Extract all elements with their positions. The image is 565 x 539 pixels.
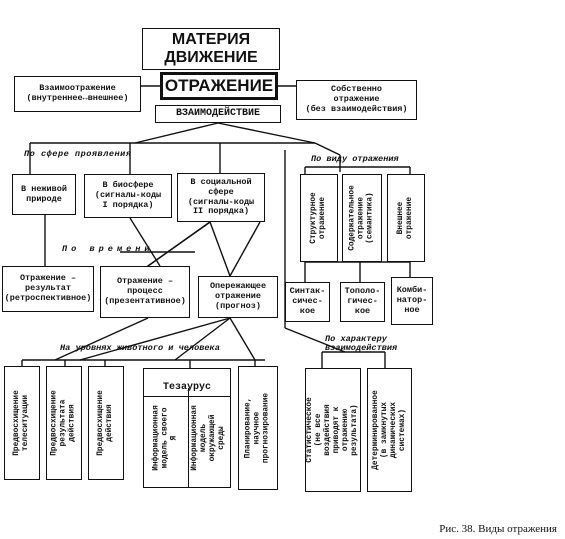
sphere-box-biosphere: В биосфере (сигналы-коды I порядка): [84, 174, 172, 218]
sphere-box-label: В социальной сфере (сигналы-коды II поря…: [187, 176, 255, 217]
sphere-box-nonliving: В неживой природе: [12, 174, 76, 215]
time-box-label: Отражение – процесс (презентативное): [104, 276, 186, 306]
kind-box-external: Внешнее отражение: [387, 174, 425, 262]
level-box-label: Предвосхищение результата действия: [50, 390, 77, 456]
thesaurus-title: Тезаурус: [144, 379, 230, 398]
kind-sub-topological: Тополо- гичес- кое: [340, 282, 385, 322]
mutual-reflection-box: Взаимоотражение (внутреннее↔внешнее): [14, 76, 141, 112]
reflection-label: ОТРАЖЕНИЕ: [164, 76, 274, 96]
character-label: По характеру взаимодействия: [325, 334, 398, 354]
thesaurus-env-model: Информационная модель окружающей среды: [188, 388, 230, 487]
levels-label: На уровнях животного и человека: [60, 343, 220, 353]
kind-sub-label: Комби- натор- ное: [396, 285, 428, 315]
kind-box-structural: Структурное отражение: [300, 174, 338, 262]
level-box-label: Предвосхищение телеситуации: [13, 390, 30, 456]
mutual-reflection-label: Взаимоотражение (внутреннее↔внешнее): [26, 83, 129, 103]
thesaurus-box: Тезаурус Информационная модель своего Я …: [143, 368, 231, 488]
kind-sub-label: Синтак- сичес- кое: [289, 286, 326, 316]
kind-box-label: Внешнее отражение: [397, 196, 414, 240]
time-box-process: Отражение – процесс (презентативное): [100, 266, 190, 318]
time-box-anticipating: Опережающее отражение (прогноз): [198, 276, 278, 318]
thesaurus-left-label: Информационная модель своего Я: [152, 404, 179, 471]
level-box-action: Предвосхищение действия: [88, 366, 124, 480]
time-label: По времени: [62, 244, 154, 254]
character-box-label: Статистическое (не все воздействия приво…: [306, 397, 359, 463]
sphere-box-label: В биосфере (сигналы-коды I порядка): [94, 180, 162, 210]
time-box-result: Отражение – результат (ретроспективное): [2, 266, 94, 312]
interaction-label: ВЗАИМОДЕЙСТВИЕ: [175, 108, 260, 120]
planning-label: Планирование, научное прогнозирование: [244, 392, 271, 464]
sphere-label: По сфере проявления: [24, 149, 132, 159]
proper-reflection-box: Собственно отражение (без взаимодействия…: [296, 80, 417, 120]
character-box-label: Детерминированное (в замкнутых динамичес…: [371, 390, 407, 470]
thesaurus-right-label: Информационная модель окружающей среды: [191, 404, 226, 471]
kind-box-label: Содержательное отражение (семантика): [348, 185, 375, 251]
sphere-box-social: В социальной сфере (сигналы-коды II поря…: [177, 173, 265, 222]
level-box-telesituation: Предвосхищение телеситуации: [4, 366, 40, 480]
sphere-box-label: В неживой природе: [21, 183, 67, 204]
reflection-box: ОТРАЖЕНИЕ: [160, 72, 278, 100]
proper-reflection-label: Собственно отражение (без взаимодействия…: [305, 84, 408, 114]
kind-box-label: Структурное отражение: [310, 192, 327, 244]
kind-sub-syntactic: Синтак- сичес- кое: [285, 282, 330, 322]
kind-sub-label: Тополо- гичес- кое: [344, 286, 381, 316]
planning-box: Планирование, научное прогнозирование: [238, 366, 278, 490]
level-box-label: Предвосхищение действия: [97, 390, 114, 456]
kind-label: По виду отражения: [311, 154, 399, 164]
figure-caption: Рис. 38. Виды отражения: [439, 523, 557, 535]
motion-label: ДВИЖЕНИЕ: [164, 49, 258, 66]
matter-label: МАТЕРИЯ: [171, 31, 251, 49]
character-box-statistical: Статистическое (не все воздействия приво…: [305, 368, 361, 492]
time-box-label: Отражение – результат (ретроспективное): [4, 273, 92, 303]
kind-box-semantic: Содержательное отражение (семантика): [342, 174, 382, 262]
thesaurus-self-model: Информационная модель своего Я: [144, 388, 189, 487]
character-box-deterministic: Детерминированное (в замкнутых динамичес…: [367, 368, 412, 492]
kind-sub-combinatorial: Комби- натор- ное: [391, 277, 433, 325]
level-box-result: Предвосхищение результата действия: [46, 366, 82, 480]
time-box-label: Опережающее отражение (прогноз): [209, 281, 267, 311]
interaction-box: ВЗАИМОДЕЙСТВИЕ: [155, 105, 281, 123]
